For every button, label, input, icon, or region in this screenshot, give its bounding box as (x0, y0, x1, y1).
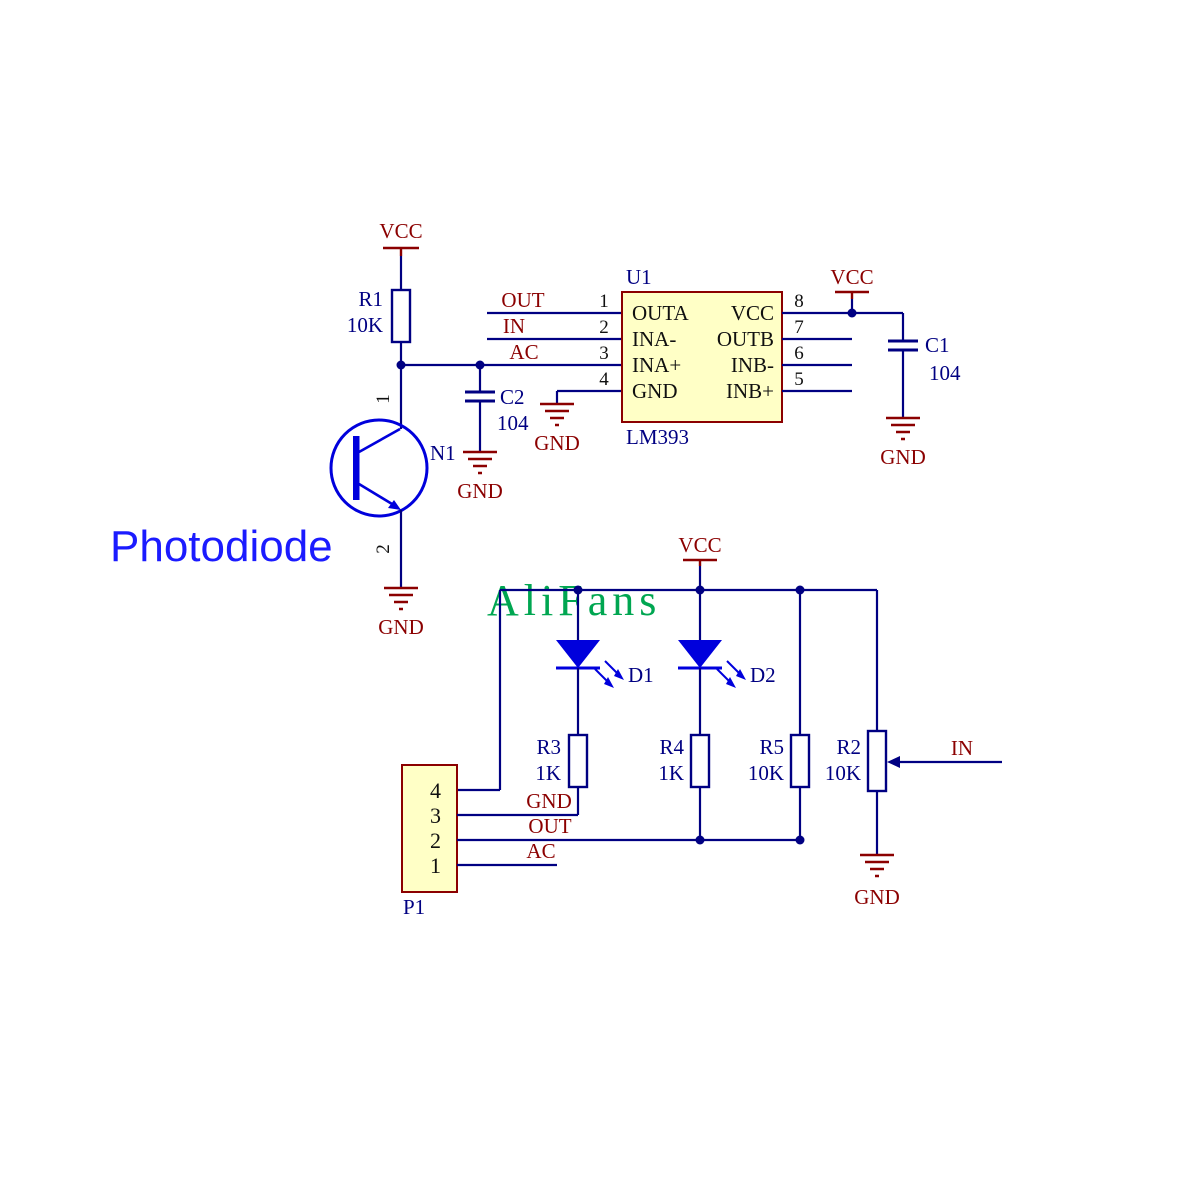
gnd-symbol-u1 (540, 402, 574, 427)
n1-pin-num-top: 1 (373, 394, 394, 404)
gnd-label-c1: GND (880, 445, 926, 469)
wire-u1-right-pins (782, 311, 852, 393)
u1-pin-num-1: 1 (599, 291, 609, 312)
r1-value: 10K (347, 313, 383, 337)
in-label-top: IN (503, 314, 525, 338)
led-d1-arrowhead-1 (604, 677, 614, 688)
in-label-r2: IN (951, 736, 973, 760)
p1-pin-num-4: 4 (430, 778, 441, 803)
u1-chip-body (621, 291, 783, 423)
capacitor-c2-body (465, 390, 495, 403)
u1-pin-num-4: 4 (599, 369, 609, 390)
u1-pin-num-2: 2 (599, 317, 609, 338)
u1-pin-num-8: 8 (794, 291, 804, 312)
gnd-label-u1: GND (534, 431, 580, 455)
resistor-r5-body (789, 733, 811, 789)
vcc-label-u1: VCC (830, 265, 873, 289)
u1-pin-num-5: 5 (794, 369, 804, 390)
led-d2-arrowhead-2 (736, 669, 746, 680)
vcc-label-leds: VCC (678, 533, 721, 557)
u1-pin-name-gnd: GND (632, 379, 678, 403)
r5-ref: R5 (759, 735, 784, 759)
p1-connector-body (401, 764, 458, 893)
r4-ref: R4 (659, 735, 684, 759)
junction-out-r5 (795, 835, 805, 845)
u1-pin-num-3: 3 (599, 343, 609, 364)
capacitor-c1-body (888, 339, 918, 352)
p1-ref: P1 (403, 895, 425, 919)
out-label-top: OUT (501, 288, 544, 312)
ac-label-p1: AC (526, 839, 555, 863)
n1-pin-num-bottom: 2 (373, 544, 394, 554)
gnd-label-p1: GND (526, 789, 572, 813)
r3-ref: R3 (536, 735, 561, 759)
p1-pin-num-1: 1 (430, 853, 441, 878)
vcc-symbol-u1 (835, 290, 869, 299)
gnd-symbol-c1 (886, 416, 920, 441)
led-d1-body (556, 640, 600, 668)
junction-out-r4 (695, 835, 705, 845)
led-d2-body (678, 640, 722, 668)
n1-ref: N1 (430, 441, 456, 465)
r2-ref: R2 (836, 735, 861, 759)
vcc-label-r1: VCC (379, 219, 422, 243)
n1-emitter-lead (358, 482, 398, 509)
gnd-symbol-r2 (860, 853, 894, 878)
wire-rail-to-p1-pin4 (457, 590, 502, 792)
wire-u1-pin4-gnd (555, 389, 622, 404)
wire-u1-to-c1 (852, 311, 905, 341)
u1-pin-num-6: 6 (794, 343, 804, 364)
u1-pin-name-inb-minus: INB- (731, 353, 774, 377)
ac-label-top: AC (509, 340, 538, 364)
n1-phototransistor-body (329, 418, 429, 518)
r5-value: 10K (748, 761, 784, 785)
vcc-symbol-leds (683, 558, 717, 566)
r2-wiper-arrow (887, 756, 900, 768)
c2-ref: C2 (500, 385, 525, 409)
n1-base-bar (353, 436, 360, 500)
d2-ref: D2 (750, 663, 776, 687)
r4-value: 1K (658, 761, 684, 785)
p1-pin-num-2: 2 (430, 828, 441, 853)
u1-pin-name-ina-plus: INA+ (632, 353, 681, 377)
vcc-symbol-r1 (383, 246, 419, 256)
u1-pin-name-outa: OUTA (632, 301, 689, 325)
p1-pin-num-3: 3 (430, 803, 441, 828)
r2-value: 10K (825, 761, 861, 785)
resistor-r4-body (689, 733, 711, 789)
u1-pin-name-inb-plus: INB+ (726, 379, 774, 403)
u1-pin-num-7: 7 (794, 317, 804, 338)
resistor-r3-body (567, 733, 589, 789)
d1-ref: D1 (628, 663, 654, 687)
gnd-label-n1: GND (378, 615, 424, 639)
u1-pin-name-outb: OUTB (717, 327, 774, 351)
gnd-symbol-c2 (463, 450, 497, 475)
c1-value: 104 (929, 361, 961, 385)
out-label-p1: OUT (528, 814, 571, 838)
n1-emitter-arrow (388, 500, 401, 510)
resistor-r1-body (390, 288, 412, 344)
c2-value: 104 (497, 411, 529, 435)
u1-pin-name-vcc: VCC (731, 301, 774, 325)
r3-value: 1K (535, 761, 561, 785)
gnd-symbol-n1 (384, 586, 418, 611)
potentiometer-r2-body (866, 729, 888, 793)
n1-collector-lead (358, 427, 401, 454)
photodiode-annotation: Photodiode (110, 522, 333, 571)
c1-ref: C1 (925, 333, 950, 357)
u1-ref: U1 (626, 265, 652, 289)
u1-pin-name-ina-minus: INA- (632, 327, 676, 351)
led-d2-arrowhead-1 (726, 677, 736, 688)
r1-ref: R1 (358, 287, 383, 311)
led-d1-arrowhead-2 (614, 669, 624, 680)
gnd-label-c2: GND (457, 479, 503, 503)
alifans-watermark: AliFans (487, 576, 661, 625)
gnd-label-r2: GND (854, 885, 900, 909)
u1-part: LM393 (626, 425, 689, 449)
